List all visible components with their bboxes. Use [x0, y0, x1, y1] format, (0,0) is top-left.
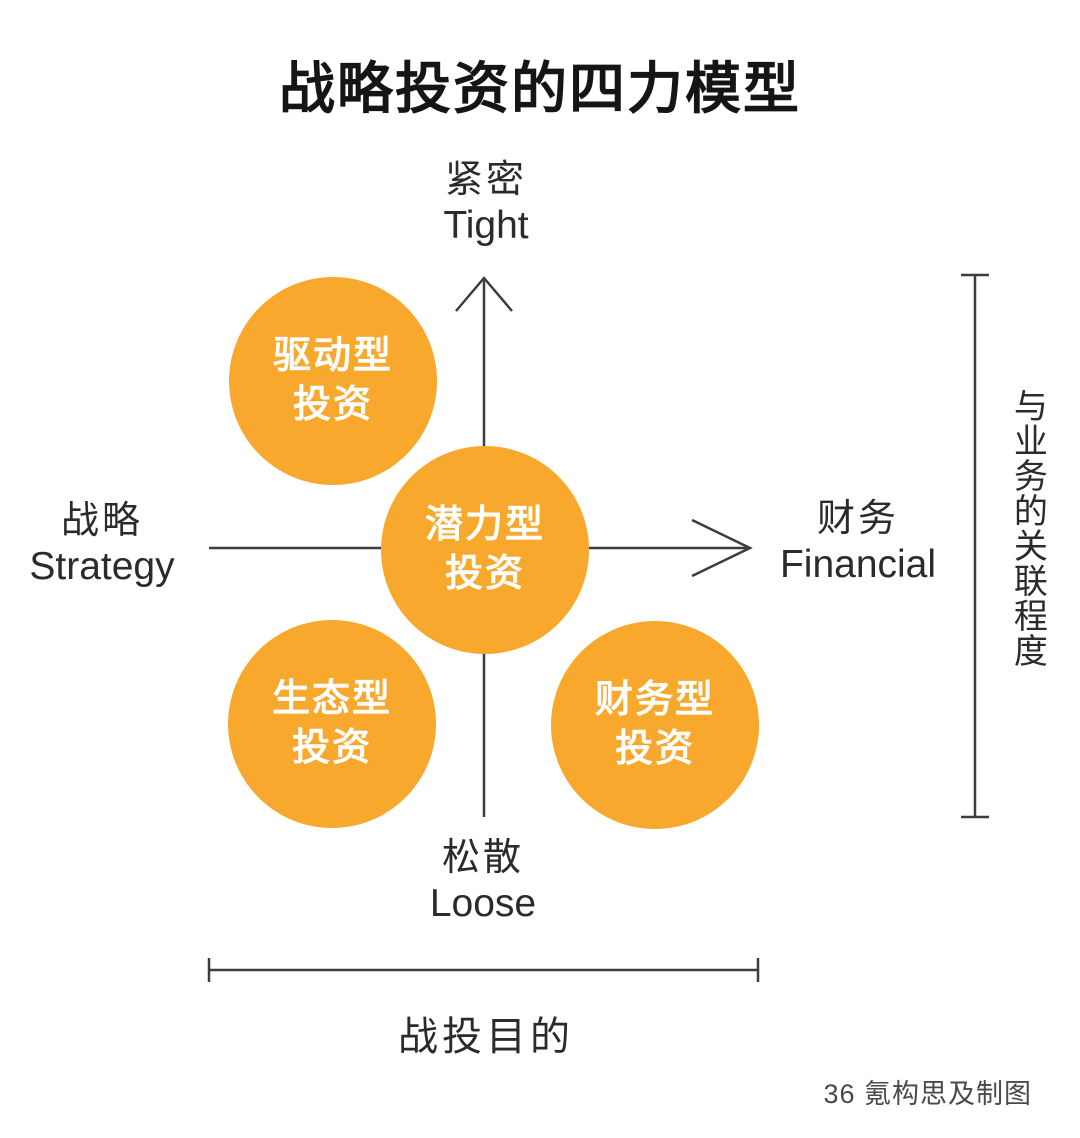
credit-text: 36 氪构思及制图	[823, 1079, 1032, 1109]
investment-purpose-annotation: 战投目的	[398, 1015, 574, 1059]
right-range-bracket	[961, 273, 989, 819]
loose-label-zh: 松散	[441, 837, 525, 879]
loose-label-en: Loose	[429, 881, 537, 925]
tight-label-en: Tight	[443, 203, 529, 247]
circle-label-line2: 投资	[614, 728, 695, 770]
bottom-range-bracket	[207, 958, 760, 982]
financial-label-en: Financial	[779, 542, 937, 586]
up-arrow-icon	[455, 276, 513, 312]
circle-label-line2: 投资	[292, 384, 373, 426]
axis-label-strategy: 战略 Strategy	[29, 499, 174, 590]
axis-label-tight: 紧密 Tight	[443, 158, 528, 249]
axis-label-financial: 财务 Financial	[780, 497, 936, 588]
strategy-label-zh: 战略	[60, 500, 143, 542]
strategy-label-en: Strategy	[29, 544, 175, 588]
financial-label-zh: 财务	[816, 498, 900, 540]
circle-label-line2: 投资	[444, 553, 525, 595]
circle-label-line1: 驱动型	[272, 335, 393, 378]
tight-label-zh: 紧密	[444, 159, 528, 201]
circle-label-line2: 投资	[291, 727, 372, 769]
circle-label-line1: 财务型	[594, 679, 715, 722]
axis-label-loose: 松散 Loose	[430, 836, 536, 927]
circle-ecosystem-investment: 生态型 投资	[228, 620, 436, 828]
right-arrow-icon	[691, 518, 753, 578]
circle-financial-investment: 财务型 投资	[551, 621, 759, 829]
page-title: 战略投资的四力模型	[279, 57, 801, 120]
business-relevance-annotation: 与业务的关联程度	[1008, 388, 1047, 668]
circle-driving-investment: 驱动型 投资	[229, 277, 437, 485]
circle-label-line1: 潜力型	[424, 504, 545, 547]
circle-label-line1: 生态型	[271, 678, 392, 721]
circle-potential-investment: 潜力型 投资	[381, 446, 589, 654]
